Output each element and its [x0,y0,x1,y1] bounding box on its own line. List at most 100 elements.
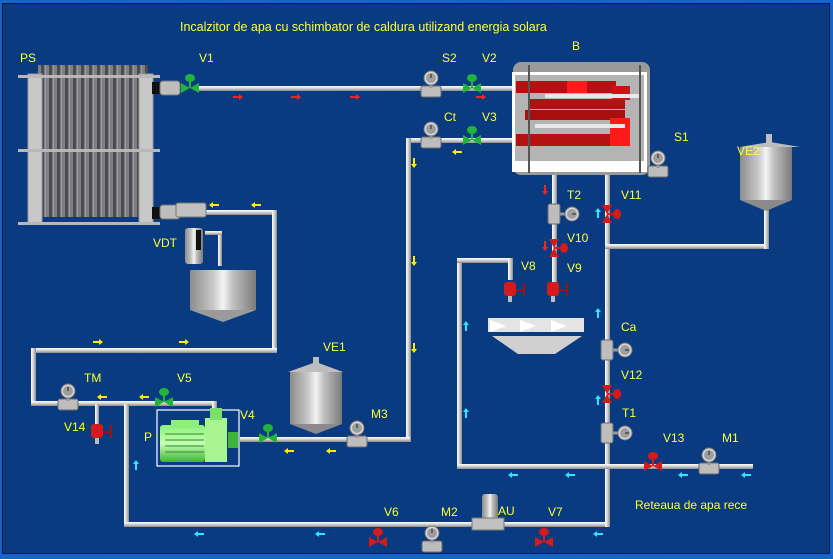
flow-arrow-hot [542,185,548,195]
flow-arrow-cold [741,472,751,478]
label-ve2: VE2 [737,144,760,158]
pipe-v8-loop-top [457,258,512,263]
flow-arrow-circ [97,394,107,400]
flow-arrow-hot [233,94,243,100]
valve-v14[interactable] [91,424,112,444]
labels: Incalzitor de apa cu schimbator de caldu… [20,20,760,519]
flow-arrow-circ [411,256,417,266]
pipe-ps-inlet [200,210,276,215]
valve-v3[interactable] [463,126,481,145]
valve-v8[interactable] [504,282,525,302]
label-v6: V6 [384,505,399,519]
label-v13: V13 [663,431,685,445]
flow-arrow-cold [595,395,601,405]
flow-arrow-cold [595,308,601,318]
flow-arrow-circ [251,202,261,208]
label-v11: V11 [621,188,642,202]
flow-arrow-hot [476,94,486,100]
flow-arrow-circ [326,448,336,454]
flow-arrow-circ [179,339,189,345]
collector-tray[interactable] [488,318,584,354]
pipe-cold-network [457,464,753,469]
valve-v9[interactable] [547,282,568,302]
flow-arrow-cold [593,531,603,537]
label-au: AU [498,504,515,518]
valves [91,74,662,547]
label-m1: M1 [722,431,739,445]
valve-v12[interactable] [602,385,621,403]
label-v12: V12 [621,368,643,382]
flow-arrow-cold [133,460,139,470]
label-v10: V10 [567,231,589,245]
pipe-ve2-vertical [764,208,769,249]
gauge-t1[interactable] [600,422,633,444]
flow-arrow-cold [463,321,469,331]
expansion-tank-vdt[interactable] [185,228,256,322]
gauge-m1[interactable] [698,447,720,475]
valve-v13[interactable] [644,452,662,471]
air-vent-au[interactable] [471,494,505,531]
tank-ve1[interactable] [288,357,343,434]
pipe-v14-drop [95,404,99,424]
valve-v7[interactable] [535,528,553,547]
boiler-b[interactable] [512,62,650,175]
pipe-boiler-return [408,138,516,143]
flow-arrow-circ [139,394,149,400]
gauge-m2[interactable] [421,525,443,553]
valve-v5[interactable] [155,388,173,407]
label-t1: T1 [622,406,636,420]
gauge-tm[interactable] [57,383,79,411]
flow-arrow-hot [542,241,548,251]
label-v9: V9 [567,261,582,275]
flow-arrow-cold [678,472,688,478]
label-m3: M3 [371,407,388,421]
pipe-inlet-horizontal [31,348,277,353]
pipe-ve2-horizontal [605,244,768,249]
label-v8: V8 [521,259,536,273]
label-v2: V2 [482,51,497,65]
label-ps: PS [20,51,36,65]
tank-ve2[interactable] [740,134,800,211]
label-ca: Ca [621,320,637,334]
label-b: B [572,39,580,53]
gauge-s1[interactable] [647,150,669,178]
label-v1: V1 [199,51,214,65]
gauges [57,70,720,553]
label-ct: Ct [444,110,457,124]
pipe-left-vertical [31,348,36,405]
gauge-ct[interactable] [420,121,442,149]
pipe-bottom-left [124,404,129,526]
pipe-v8-drop [508,258,513,280]
valve-v6[interactable] [369,528,387,547]
valve-v1[interactable] [181,74,199,93]
gauge-ca[interactable] [600,339,633,361]
valve-v2[interactable] [463,74,481,93]
flow-arrow-circ [209,202,219,208]
label-s1: S1 [674,130,689,144]
pipe-tm-line [31,401,216,406]
pipe-bottom [124,522,610,527]
flow-arrow-hot [291,94,301,100]
gauge-t2[interactable] [547,203,580,225]
label-p: P [144,430,152,444]
valve-v10[interactable] [549,239,568,257]
pipe-vdt-stub [205,231,222,235]
pump-p[interactable] [156,408,240,467]
label-s2: S2 [442,51,457,65]
label-t2: T2 [567,188,581,202]
cold-water-network-label: Reteaua de apa rece [635,498,747,512]
pipe-t2-line [552,175,557,290]
pipe-return-vertical [406,138,411,442]
label-v5: V5 [177,371,192,385]
gauge-m3[interactable] [346,420,368,448]
label-tm: TM [84,371,101,385]
label-vdt: VDT [153,236,178,250]
solar-panel-ps[interactable] [18,65,207,225]
valve-v11[interactable] [602,205,621,223]
pipe-v8-loop-left [457,258,462,468]
valve-v4[interactable] [259,424,277,443]
label-v14: V14 [64,420,86,434]
flow-arrow-circ [452,149,462,155]
gauge-s2[interactable] [420,70,442,98]
